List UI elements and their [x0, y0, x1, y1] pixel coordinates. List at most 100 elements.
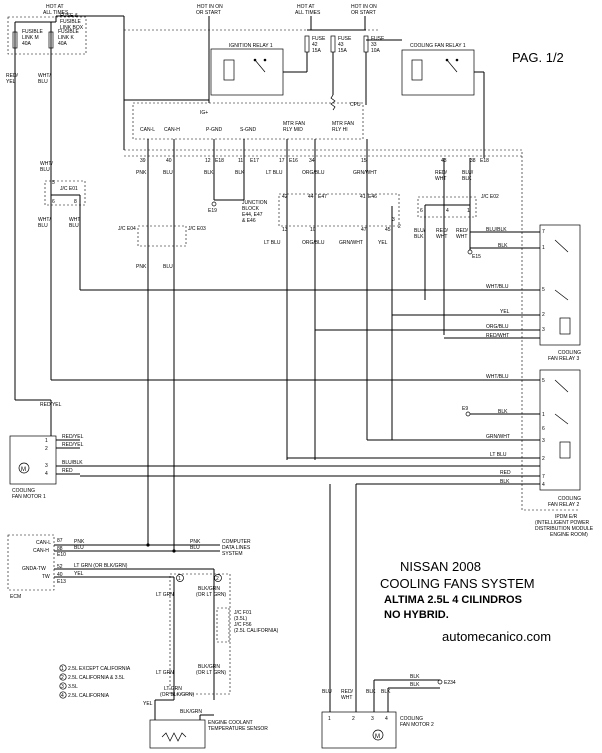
jc-e03-label: J/C E03 [188, 226, 206, 232]
legend-4: 2.5L CALIFORNIA [68, 693, 110, 699]
wire-lt-grn-s: LT GRN [156, 592, 174, 598]
jc-f01-1: J/C F01 [234, 610, 252, 616]
m2-pin-3: 3 [371, 716, 374, 722]
relay3-label-2: FAN RELAY 3 [548, 356, 579, 362]
wire-org-blu-r3: ORG/BLU [486, 324, 509, 330]
jb-pin-41: 41 [360, 194, 366, 200]
jc-f01-4: (2.5L CALIFORNIA) [234, 628, 279, 634]
hot-at-all-times-mid-2: ALL TIMES [295, 10, 321, 16]
conn-e47: E47 [318, 194, 327, 200]
link-m-3: 40A [22, 41, 32, 47]
fuse-43-1: FUSE [338, 36, 352, 42]
ecm-pin-40: 40 [57, 572, 63, 578]
conn-e10: E10 [57, 552, 66, 558]
cpu-mtr-mid-1: MTR FAN [283, 121, 305, 127]
motor1-m: M [21, 467, 26, 473]
computer-data-2: DATA LINES [222, 545, 251, 551]
cooling-fan-relay-1-coil [411, 59, 423, 81]
m1-pin-3: 3 [45, 463, 48, 469]
jc-e02-pin1: 1 [467, 208, 470, 214]
pin-11: 11 [238, 158, 243, 164]
ecm-label: ECM [10, 594, 21, 600]
cooling-fan-relay-1-label: COOLING FAN RELAY 1 [410, 43, 466, 49]
circle-1-a: 1 [178, 576, 181, 582]
jc-e01-label: J/C E01 [60, 186, 78, 192]
cpu-pin-p-gnd: P-GND [206, 127, 223, 133]
jb-pin-2: 2 [398, 224, 401, 230]
computer-data-1: COMPUTER [222, 539, 251, 545]
fuse-33-1: FUSE [371, 36, 385, 42]
wire-blu-e01: BLU [69, 223, 79, 229]
wire-red-yel-1: RED/ [6, 73, 19, 79]
wire-blu-ecm-label: BLU [74, 545, 84, 551]
wire-blu-blk-e02-1: BLU/ [414, 228, 426, 234]
coolant-temp-sensor [149, 719, 206, 749]
cooling-fan-motor-2 [321, 711, 397, 749]
r3-pin-1: 1 [542, 245, 545, 251]
title-line-4: NO HYBRID. [384, 609, 449, 621]
jc-e02-label: J/C E02 [481, 194, 499, 200]
jc-e02 [417, 196, 477, 218]
computer-data-3: SYSTEM [222, 551, 243, 557]
wire-red-wht-m2-1: RED/ [341, 689, 354, 695]
wire-blk-m2b: BLK [381, 689, 391, 695]
fuse-box-label-1: FUSE & [60, 13, 79, 19]
conn-e18: E18 [215, 158, 224, 164]
cooling-fan-relay-1 [401, 49, 475, 96]
cpu-box [132, 102, 364, 140]
cpu-pin-s-gnd: S-GND [240, 127, 257, 133]
sensor-label-1: ENGINE COOLANT [208, 720, 253, 726]
ground-e19 [211, 201, 217, 207]
wire-wht-blu-r3: WHT/BLU [486, 284, 509, 290]
wire-pnk-ecm-2: PNK [190, 539, 201, 545]
wire-blu-blk-r3: BLU/BLK [486, 227, 507, 233]
fuse-43-symbol [330, 35, 336, 53]
m1-pin-4: 4 [45, 471, 48, 477]
conn-e9: E9 [462, 406, 468, 412]
legend-num-2: 2 [61, 675, 64, 681]
m2-pin-2: 2 [352, 716, 355, 722]
ipdm-label-2: (INTELLIGENT POWER [535, 520, 589, 526]
wire-red-wht-e02-4: WHT [456, 234, 467, 240]
wire-red-yel-2: YEL [6, 79, 16, 85]
wire-yel-s: YEL [143, 701, 153, 707]
ground-e9 [465, 411, 471, 417]
motor1-label-1: COOLING [12, 488, 35, 494]
wire-red-r2: RED [500, 470, 511, 476]
pin-17: 17 [279, 158, 285, 164]
title-line-1: NISSAN 2008 [400, 559, 481, 574]
wire-wht-blu-2: BLU [38, 79, 48, 85]
website[interactable]: automecanico.com [442, 629, 551, 644]
ecm-pin-52: 52 [57, 564, 63, 570]
jb-pin-47: 47 [361, 227, 367, 233]
relay2-label-1: COOLING [558, 496, 581, 502]
wire-blk-m2-top-2: BLK [410, 682, 420, 688]
cpu-ign-label: IG+ [200, 110, 208, 116]
jc-e01-pin8: 8 [74, 199, 77, 205]
wire-red-wht-e02-3: RED/ [456, 228, 469, 234]
wire-blk-r2: BLK [498, 409, 508, 415]
hot-in-on-right-1: HOT IN ON [351, 4, 377, 10]
pin-34: 34 [309, 158, 315, 164]
wire-red-wht-r3: RED/WHT [486, 333, 509, 339]
legend-2: 2.5L CALIFORNIA & 3.5L [68, 675, 125, 681]
conn-e234: E234 [444, 680, 456, 686]
conn-e46: E46 [368, 194, 377, 200]
motor2-m: M [375, 734, 380, 740]
fuse-box [7, 16, 87, 55]
r3-pin-2: 2 [542, 312, 545, 318]
ignition-relay-1-coil [223, 59, 235, 81]
link-m-2: LINK M [22, 35, 39, 41]
jc-e01 [44, 180, 86, 206]
wire-yel-r3: YEL [500, 309, 510, 315]
jb-pin-45: 45 [385, 227, 391, 233]
wire-blu-ecm-2: BLU [190, 545, 200, 551]
wire-blk: BLK [204, 170, 214, 176]
jc-f01 [216, 607, 230, 643]
ipdm-border [123, 30, 580, 511]
wire-blk-m2-top: BLK [410, 674, 420, 680]
legend-num-1: 1 [61, 666, 64, 672]
jb-label-1: JUNCTION [242, 200, 268, 206]
cpu-pin-can-l: CAN-L [140, 127, 155, 133]
